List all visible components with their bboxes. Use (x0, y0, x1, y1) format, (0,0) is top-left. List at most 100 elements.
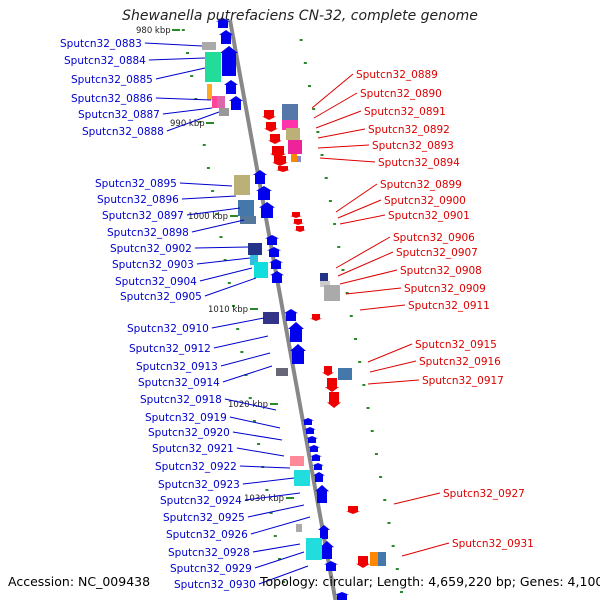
gene-label-right[interactable]: Sputcn32_0899 (380, 179, 462, 191)
gene-arrow-forward[interactable] (253, 170, 267, 184)
feature-box[interactable] (276, 368, 288, 376)
gene-arrow-forward[interactable] (313, 472, 325, 482)
gene-label-left[interactable]: Sputcn32_0898 (107, 227, 189, 239)
feature-box[interactable] (217, 96, 225, 108)
gene-arrow-reverse[interactable] (310, 314, 322, 321)
gene-label-right[interactable]: Sputcn32_0931 (452, 538, 534, 550)
gene-label-left[interactable]: Sputcn32_0895 (95, 178, 177, 190)
gene-arrow-forward[interactable] (259, 202, 275, 218)
gene-arrow-reverse[interactable] (268, 134, 282, 144)
gene-label-left[interactable]: Sputcn32_0883 (60, 38, 142, 50)
gene-arrow-forward[interactable] (335, 592, 349, 600)
gene-label-left[interactable]: Sputcn32_0888 (82, 126, 164, 138)
gene-label-right[interactable]: Sputcn32_0909 (404, 283, 486, 295)
feature-box[interactable] (219, 108, 229, 116)
gene-label-right[interactable]: Sputcn32_0890 (360, 88, 442, 100)
gene-label-left[interactable]: Sputcn32_0910 (127, 323, 209, 335)
gene-label-left[interactable]: Sputcn32_0928 (168, 547, 250, 559)
gene-arrow-reverse[interactable] (276, 166, 290, 172)
gene-label-left[interactable]: Sputcn32_0923 (158, 479, 240, 491)
gene-arrow-forward[interactable] (288, 322, 304, 342)
feature-box[interactable] (294, 470, 310, 486)
gene-label-right[interactable]: Sputcn32_0894 (378, 157, 460, 169)
gene-label-left[interactable]: Sputcn32_0885 (71, 74, 153, 86)
gene-arrow-reverse[interactable] (272, 156, 288, 166)
gene-arrow-forward[interactable] (310, 454, 322, 461)
gene-label-left[interactable]: Sputcn32_0924 (160, 495, 242, 507)
gene-label-left[interactable]: Sputcn32_0905 (120, 291, 202, 303)
gene-arrow-forward[interactable] (256, 186, 272, 200)
feature-box[interactable] (238, 200, 254, 216)
gene-label-left[interactable]: Sputcn32_0925 (163, 512, 245, 524)
feature-box[interactable] (234, 175, 250, 195)
gene-arrow-forward[interactable] (269, 259, 283, 269)
gene-label-right[interactable]: Sputcn32_0900 (384, 195, 466, 207)
feature-box[interactable] (205, 52, 221, 82)
gene-arrow-forward[interactable] (220, 46, 238, 76)
gene-label-right[interactable]: Sputcn32_0907 (396, 247, 478, 259)
feature-box[interactable] (320, 273, 328, 281)
gene-arrow-reverse[interactable] (292, 219, 304, 225)
gene-label-right[interactable]: Sputcn32_0901 (388, 210, 470, 222)
gene-arrow-forward[interactable] (265, 235, 279, 245)
gene-arrow-reverse[interactable] (325, 378, 339, 392)
feature-box[interactable] (263, 312, 279, 324)
gene-label-right[interactable]: Sputcn32_0915 (415, 339, 497, 351)
gene-label-right[interactable]: Sputcn32_0892 (368, 124, 450, 136)
feature-box[interactable] (207, 84, 212, 100)
gene-arrow-reverse[interactable] (322, 366, 334, 376)
gene-label-left[interactable]: Sputcn32_0922 (155, 461, 237, 473)
gene-label-left[interactable]: Sputcn32_0896 (97, 194, 179, 206)
gene-arrow-forward[interactable] (267, 247, 281, 257)
gene-arrow-forward[interactable] (224, 80, 238, 94)
gene-arrow-forward[interactable] (320, 541, 334, 559)
feature-box[interactable] (296, 524, 302, 532)
gene-arrow-forward[interactable] (284, 309, 298, 321)
feature-box[interactable] (306, 538, 322, 560)
gene-label-left[interactable]: Sputcn32_0887 (78, 109, 160, 121)
gene-arrow-forward[interactable] (312, 463, 324, 470)
feature-box[interactable] (248, 243, 262, 255)
gene-label-left[interactable]: Sputcn32_0904 (115, 276, 197, 288)
gene-label-left[interactable]: Sputcn32_0897 (102, 210, 184, 222)
gene-label-left[interactable]: Sputcn32_0902 (110, 243, 192, 255)
gene-label-right[interactable]: Sputcn32_0893 (372, 140, 454, 152)
feature-box[interactable] (370, 552, 378, 566)
gene-arrow-reverse[interactable] (270, 146, 286, 158)
feature-box[interactable] (378, 552, 386, 566)
gene-arrow-reverse[interactable] (346, 506, 360, 514)
gene-arrow-reverse[interactable] (264, 122, 278, 132)
gene-label-left[interactable]: Sputcn32_0903 (112, 259, 194, 271)
feature-box[interactable] (240, 216, 256, 224)
gene-arrow-reverse[interactable] (294, 226, 306, 232)
feature-box[interactable] (282, 120, 298, 130)
gene-arrow-forward[interactable] (219, 30, 233, 44)
gene-arrow-forward[interactable] (270, 271, 284, 283)
gene-arrow-forward[interactable] (308, 445, 320, 452)
gene-arrow-forward[interactable] (318, 525, 330, 539)
gene-label-left[interactable]: Sputcn32_0926 (166, 529, 248, 541)
gene-arrow-forward[interactable] (216, 18, 230, 28)
gene-label-right[interactable]: Sputcn32_0927 (443, 488, 525, 500)
gene-arrow-reverse[interactable] (356, 556, 370, 568)
feature-box[interactable] (297, 156, 301, 162)
gene-label-left[interactable]: Sputcn32_0919 (145, 412, 227, 424)
gene-arrow-forward[interactable] (324, 561, 338, 571)
gene-arrow-forward[interactable] (302, 418, 314, 425)
gene-label-left[interactable]: Sputcn32_0918 (140, 394, 222, 406)
feature-box[interactable] (286, 128, 300, 140)
feature-box[interactable] (212, 96, 218, 108)
gene-arrow-reverse[interactable] (262, 110, 276, 120)
gene-label-left[interactable]: Sputcn32_0929 (170, 563, 252, 575)
feature-box[interactable] (254, 262, 268, 278)
gene-label-left[interactable]: Sputcn32_0913 (136, 361, 218, 373)
gene-label-right[interactable]: Sputcn32_0911 (408, 300, 490, 312)
feature-box[interactable] (250, 255, 258, 265)
gene-arrow-forward[interactable] (315, 485, 329, 503)
gene-label-left[interactable]: Sputcn32_0886 (71, 93, 153, 105)
feature-box[interactable] (202, 42, 216, 50)
gene-label-right[interactable]: Sputcn32_0916 (419, 356, 501, 368)
gene-label-right[interactable]: Sputcn32_0908 (400, 265, 482, 277)
gene-label-left[interactable]: Sputcn32_0914 (138, 377, 220, 389)
gene-arrow-forward[interactable] (304, 427, 316, 434)
